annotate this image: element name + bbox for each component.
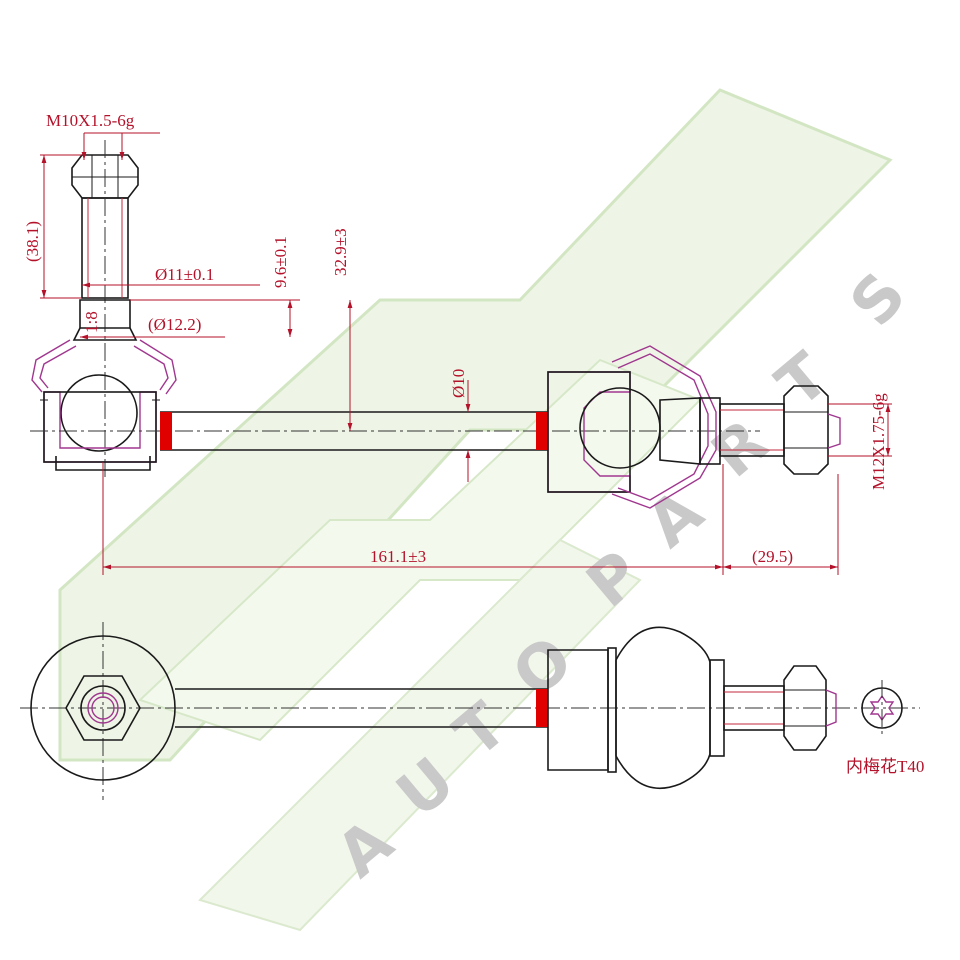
right-dust-boot: [611, 345, 717, 509]
main-length-label: 161.1±3: [370, 547, 426, 566]
right-hex-nut: [783, 385, 829, 475]
rod-end-marker-right: [536, 412, 548, 450]
side-view: [20, 622, 920, 800]
left-ball-joint-section: 1:8: [31, 140, 177, 480]
taper-label: 1:8: [82, 311, 101, 333]
offset-large-label: 32.9±3: [331, 228, 350, 276]
offset-small-label: 9.6±0.1: [271, 236, 290, 288]
watermark-logo: [58, 88, 893, 932]
left-eye-housing: [30, 635, 176, 781]
rod-diameter-label: Ø10: [449, 369, 468, 398]
height-dimension: (38.1): [23, 221, 42, 262]
watermark-letter: R: [698, 405, 782, 492]
stabilizer-rod: [30, 411, 760, 451]
watermark-letter: S: [836, 259, 921, 340]
thread-spec-right: M12X1.75-6g: [869, 393, 888, 490]
left-dust-boot: [31, 339, 177, 395]
left-ball-stud: [60, 374, 138, 452]
stud-diameter-label: Ø11±0.1: [155, 265, 214, 284]
torx-drive-note: 内梅花T40: [846, 757, 924, 776]
thread-length-label: (29.5): [752, 547, 793, 566]
thread-spec-top: M10X1.5-6g: [46, 111, 135, 130]
side-rod-end-marker: [536, 689, 548, 727]
right-ball-joint-section: [547, 345, 841, 509]
left-hex-top: [65, 675, 141, 741]
top-hex-nut: [71, 154, 139, 199]
rod-end-marker-left: [160, 412, 172, 450]
neck-diameter-label: (Ø12.2): [148, 315, 201, 334]
watermark-letter: A: [633, 475, 717, 562]
watermark-letter: T: [763, 338, 842, 421]
right-hex-side: [783, 665, 827, 751]
dimension-lines: [40, 132, 892, 575]
